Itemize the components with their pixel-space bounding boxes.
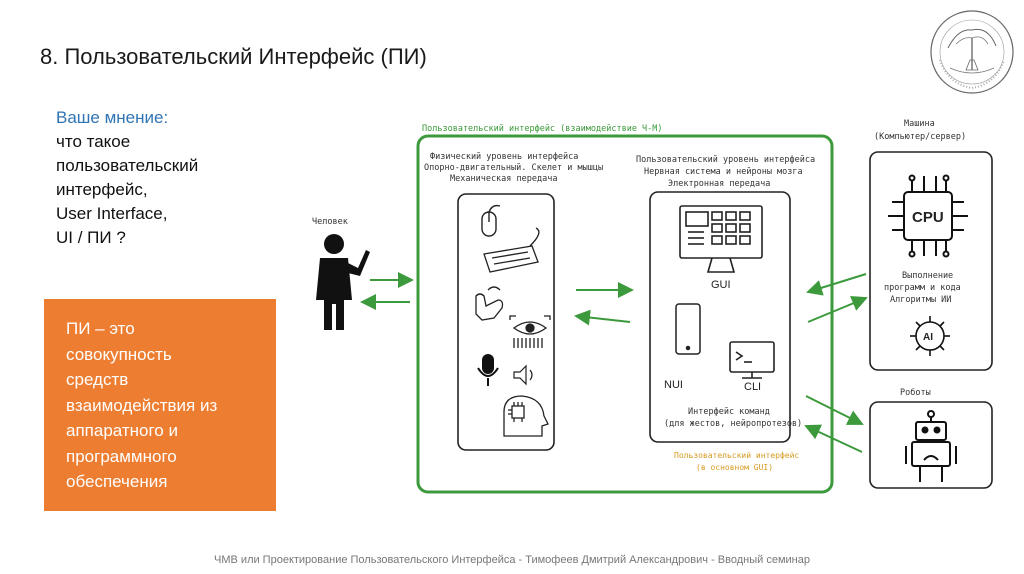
- physical-line: Опорно-двигательный. Скелет и мышцы: [424, 163, 603, 173]
- university-logo: [930, 10, 1014, 94]
- definition-line: совокупность: [66, 344, 172, 364]
- cpu-icon: [888, 174, 968, 258]
- definition-line: средств: [66, 370, 129, 389]
- electronic-line: Электронная передача: [668, 179, 770, 189]
- eye-scan-icon: [509, 315, 551, 348]
- robot-icon: [905, 410, 957, 482]
- definition-line: взаимодействия из: [66, 395, 218, 415]
- command-interface-line: (для жестов, нейропротезов): [664, 419, 802, 429]
- opinion-line: что такое: [56, 132, 131, 151]
- arrow-machine-to-ui: [806, 273, 867, 296]
- slide-footer: ЧМВ или Проектирование Пользовательского…: [214, 554, 810, 566]
- gui-label: GUI: [711, 279, 731, 291]
- ui-note-line: Пользовательский интерфейс: [674, 451, 799, 460]
- definition-line: аппаратного и: [66, 421, 178, 440]
- arrow-ui-to-robots: [805, 395, 864, 425]
- arrow-electronic-to-physical: [574, 309, 631, 326]
- opinion-block: Ваше мнение: что такое пользовательский …: [56, 106, 198, 250]
- opinion-line: UI / ПИ ?: [56, 228, 126, 247]
- opinion-line: пользовательский: [56, 156, 199, 175]
- physical-line: Механическая передача: [450, 174, 557, 184]
- machine-panel: [869, 151, 993, 371]
- machine-line: (Компьютер/сервер): [874, 132, 966, 142]
- physical-panel: [457, 193, 555, 451]
- touch-hand-icon: [475, 286, 504, 321]
- human-label: Человек: [312, 217, 348, 227]
- definition-line: программного: [66, 446, 177, 466]
- definition-box: [44, 299, 276, 511]
- gui-monitor-icon: [679, 205, 763, 273]
- interface-frame: [416, 134, 834, 494]
- mouse-icon: [481, 204, 501, 237]
- machine-desc-line: Алгоритмы ИИ: [890, 295, 951, 305]
- microphone-icon: [477, 354, 499, 386]
- machine-desc-line: программ и кода: [884, 283, 961, 293]
- opinion-question: Ваше мнение:: [56, 108, 169, 127]
- definition-line: обеспечения: [66, 472, 168, 491]
- human-icon: [316, 234, 370, 330]
- robots-panel: [869, 401, 993, 489]
- cpu-label: CPU: [912, 209, 944, 226]
- robots-label: Роботы: [900, 387, 931, 398]
- definition-text: ПИ – это совокупность средств взаимодейс…: [66, 316, 266, 495]
- opinion-line: интерфейс,: [56, 180, 148, 199]
- electronic-panel: [649, 191, 791, 443]
- cli-label: CLI: [744, 381, 761, 393]
- slide-title: 8. Пользовательский Интерфейс (ПИ): [40, 44, 427, 69]
- opinion-line: User Interface,: [56, 204, 168, 223]
- ui-note-line: (в основном GUI): [696, 463, 773, 472]
- electronic-line: Нервная система и нейроны мозга: [644, 167, 803, 177]
- arrow-robots-to-ui: [804, 424, 863, 453]
- brain-chip-icon: [503, 395, 549, 437]
- electronic-line: Пользовательский уровень интерфейса: [636, 155, 815, 165]
- machine-line: Машина: [904, 119, 935, 129]
- machine-desc-line: Выполнение: [902, 271, 953, 281]
- terminal-icon: [729, 341, 775, 379]
- nui-label: NUI: [664, 379, 683, 391]
- frame-title: Пользовательский интерфейс (взаимодейств…: [422, 124, 663, 134]
- keyboard-icon: [483, 227, 540, 273]
- phone-icon: [675, 303, 701, 355]
- ai-label: AI: [923, 332, 933, 343]
- ai-chip-icon: [910, 316, 950, 356]
- physical-line: Физический уровень интерфейса: [430, 152, 578, 162]
- definition-line: ПИ – это: [66, 319, 135, 338]
- command-interface-line: Интерфейс команд: [688, 407, 770, 417]
- speaker-icon: [513, 364, 533, 386]
- arrow-ui-to-machine: [807, 295, 868, 323]
